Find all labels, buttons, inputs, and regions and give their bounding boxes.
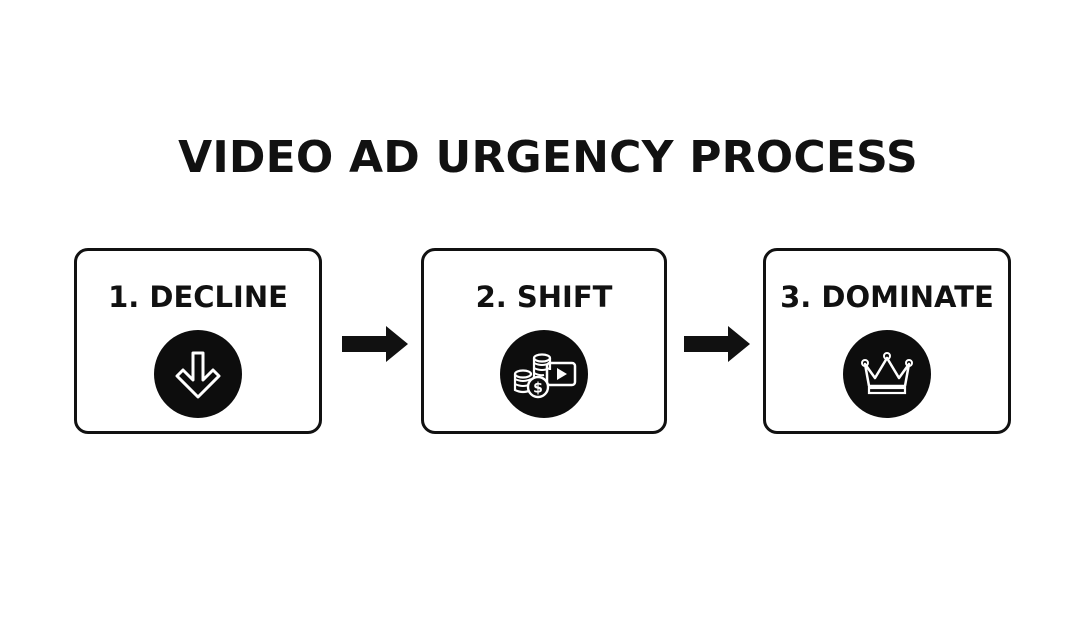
arrow-down-icon	[154, 330, 242, 418]
step-label-shift: 2. SHIFT	[475, 280, 613, 314]
crown-icon	[843, 330, 931, 418]
step-box-shift: 2. SHIFT $	[421, 248, 667, 434]
svg-text:$: $	[533, 381, 543, 397]
step-label-decline: 1. DECLINE	[108, 280, 288, 314]
flow-arrow-right-icon	[340, 324, 410, 364]
step-box-dominate: 3. DOMINATE	[763, 248, 1011, 434]
step-label-dominate: 3. DOMINATE	[780, 280, 994, 314]
step-box-decline: 1. DECLINE	[74, 248, 322, 434]
diagram-title: VIDEO AD URGENCY PROCESS	[178, 132, 918, 183]
coins-video-icon: $	[500, 330, 588, 418]
flow-arrow-right-icon	[682, 324, 752, 364]
